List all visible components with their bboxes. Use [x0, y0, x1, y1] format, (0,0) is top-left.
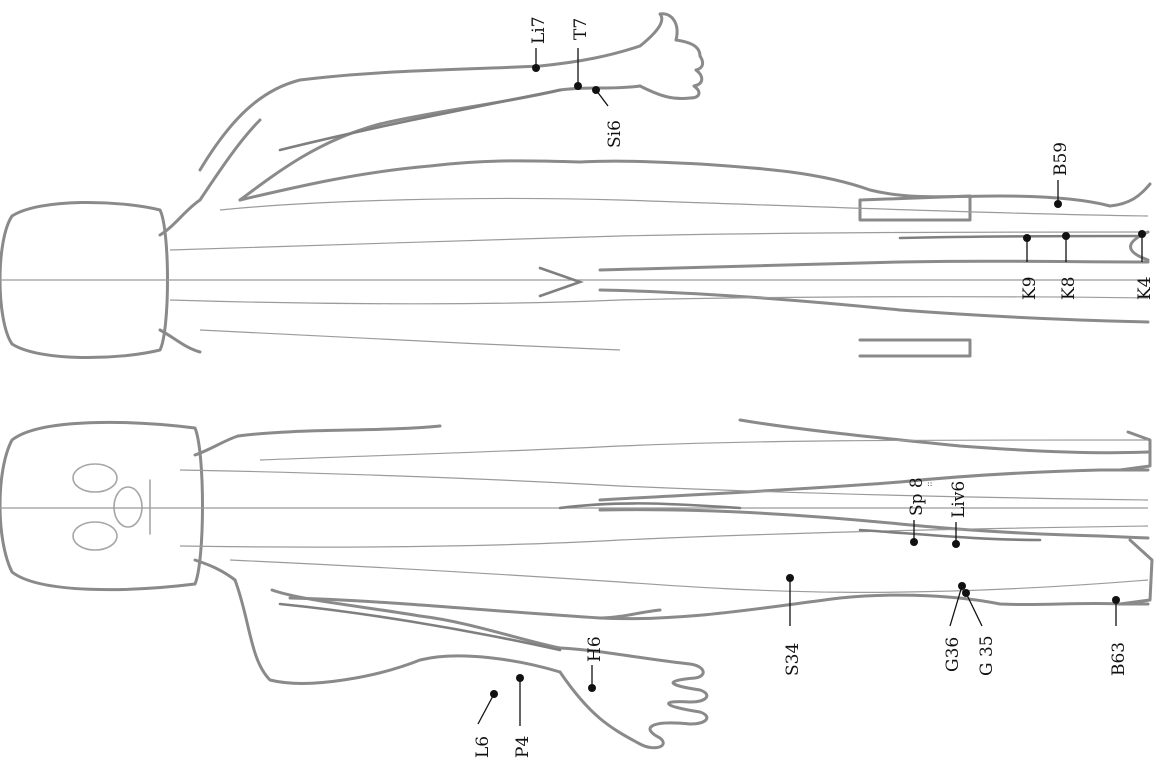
back-meridian-1 — [170, 232, 1148, 250]
B59-label: B59 — [1051, 142, 1071, 176]
front-meridian-3 — [230, 560, 1148, 592]
Li7-label: Li7 — [529, 16, 549, 44]
back-leg-outer-top — [700, 164, 1150, 206]
front-leg-outer — [600, 595, 1148, 619]
front-body-figure: :: — [0, 420, 1152, 748]
front-torso-bottom-edge — [290, 598, 660, 618]
front-leg-left-outer — [740, 420, 1148, 453]
back-leg-inner — [600, 261, 1148, 270]
G36-leader — [950, 586, 962, 626]
K9-label: K9 — [1020, 276, 1040, 300]
T7-label: T7 — [571, 18, 591, 40]
point-Si6: Si6 — [592, 86, 625, 148]
back-sacrum-mark — [540, 268, 580, 296]
back-arm-inner — [240, 86, 640, 200]
Si6-leader — [596, 90, 608, 106]
back-meridian-3 — [200, 330, 620, 350]
point-K4: K4 — [1135, 230, 1155, 300]
point-B63: B63 — [1109, 596, 1129, 676]
point-K8: K8 — [1059, 232, 1079, 300]
L6-leader — [478, 694, 494, 724]
L6-label: L6 — [473, 736, 493, 758]
B63-label: B63 — [1109, 642, 1129, 676]
back-body-figure — [0, 14, 1150, 358]
back-calf-box — [860, 196, 970, 220]
front-leg-inner-left — [600, 470, 1148, 500]
G36-label: G36 — [943, 637, 963, 672]
front-right-foot — [1120, 540, 1152, 604]
point-S34: S34 — [783, 574, 803, 676]
point-Li7: Li7 — [529, 16, 549, 72]
Liv6-label: Liv6 — [949, 481, 969, 518]
point-T7: T7 — [571, 18, 591, 90]
back-torso-upper — [240, 161, 700, 200]
front-torso-top — [238, 426, 440, 436]
back-meridian-4 — [220, 198, 1148, 216]
front-meridian-2 — [180, 526, 1148, 547]
front-neck-lower — [195, 560, 235, 580]
H6-label: H6 — [585, 636, 605, 662]
back-hand — [640, 14, 703, 99]
S34-label: S34 — [783, 643, 803, 676]
Si6-label: Si6 — [605, 120, 625, 148]
back-arm-meridian — [280, 90, 560, 150]
front-head-outline — [0, 422, 203, 589]
point-H6: H6 — [585, 636, 605, 692]
back-shoulder-upper — [160, 120, 260, 235]
back-calf-box-2 — [860, 340, 970, 356]
front-hand — [560, 648, 707, 748]
G35-leader — [966, 593, 982, 626]
G35-label: G 35 — [977, 635, 997, 676]
point-P4: P4 — [513, 674, 533, 758]
front-left-eye — [73, 464, 117, 492]
back-arm-outer — [200, 46, 640, 170]
front-leg-inner-right — [600, 510, 1148, 538]
back-shoulder-lower — [160, 330, 200, 352]
front-neck-upper — [195, 436, 238, 455]
Sp8-label: Sp 8 — [907, 477, 927, 516]
point-L6: L6 — [473, 690, 498, 758]
front-meridian-ren — [560, 503, 740, 508]
K4-label: K4 — [1135, 276, 1155, 300]
back-meridian-2 — [170, 297, 1148, 304]
front-right-eye — [73, 522, 117, 550]
front-nose — [114, 487, 142, 527]
front-arm-outer — [235, 580, 560, 683]
K8-label: K8 — [1059, 276, 1079, 300]
tiny-marks: :: — [927, 479, 932, 488]
back-leg-meridian — [900, 236, 1140, 238]
point-K9: K9 — [1020, 234, 1040, 300]
P4-label: P4 — [513, 736, 533, 758]
